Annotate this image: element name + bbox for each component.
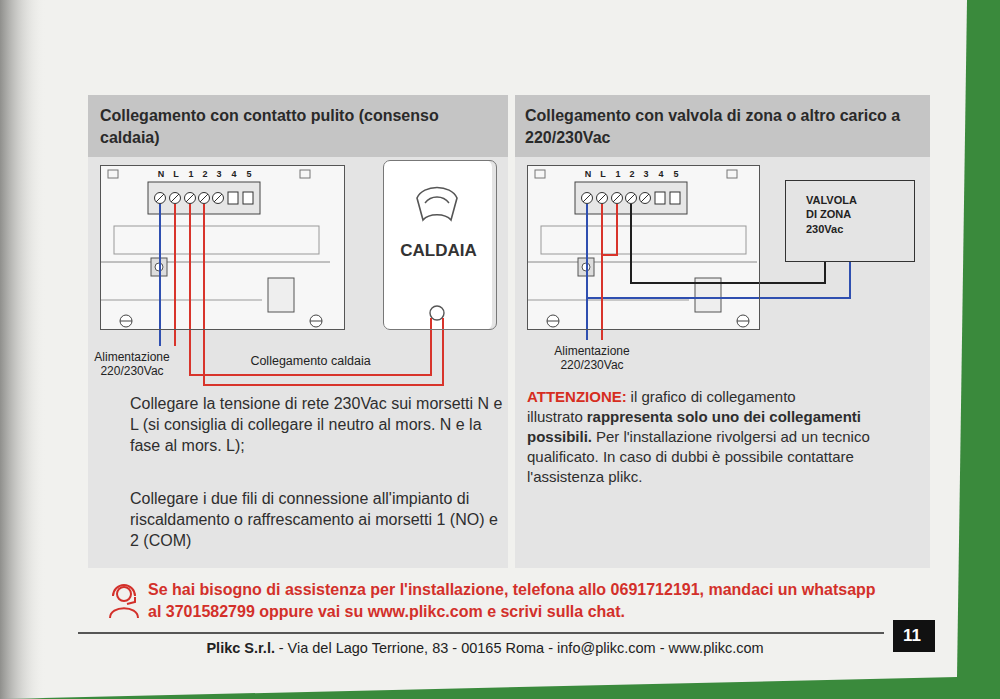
base-fill	[100, 165, 345, 330]
page-number-box: 11	[893, 620, 935, 652]
left-wires	[160, 204, 204, 346]
panel-ground	[88, 95, 508, 568]
support-icon	[110, 585, 138, 618]
wire-label: Collegamento caldaia	[247, 354, 373, 368]
terminal-label: 5	[670, 170, 682, 179]
page-sheet	[0, 0, 967, 699]
instruction-panel: Collegamento con valvola di zona o altro…	[515, 95, 930, 568]
terminal-label: 1	[185, 170, 197, 179]
boiler-name: CALDAIA	[384, 241, 493, 261]
warning-word: ATTENZIONE:	[527, 388, 627, 405]
base-detail	[528, 170, 757, 327]
boiler-logo	[425, 197, 449, 203]
warning-paragraph: ATTENZIONE:il grafico di collegamento il…	[527, 387, 922, 487]
valve-wire	[760, 262, 825, 283]
valve-name: VALVOLA DI ZONA 230Vac	[806, 193, 870, 236]
terminal-label: 1	[612, 170, 624, 179]
binding-shadow	[0, 0, 46, 699]
boiler-terminal	[430, 306, 444, 320]
terminal-label: L	[170, 170, 182, 179]
boiler-fill	[383, 160, 492, 330]
panel-heading-band	[515, 95, 930, 157]
instruction-text: Collegare i due fili di connessione all'…	[130, 488, 508, 551]
boiler-box: CALDAIA	[383, 160, 497, 330]
terminal-label: 3	[213, 170, 225, 179]
company-address: - Via del Lago Terrione, 83 - 00165 Roma…	[279, 640, 764, 656]
page-number: 11	[893, 626, 931, 646]
zone-valve-box: VALVOLA DI ZONA 230Vac	[785, 180, 915, 262]
boiler-wire-stub	[442, 318, 444, 330]
instruction-text: Collegare la tensione di rete 230Vac sui…	[130, 393, 508, 456]
footer-line: Plikc S.r.l.- Via del Lago Terrione, 83 …	[70, 640, 900, 656]
terminal-label: 4	[655, 170, 667, 179]
company-name: Plikc S.r.l.	[206, 640, 275, 656]
terminal-label: 5	[243, 170, 255, 179]
panel-ground	[515, 95, 930, 568]
panel-heading: Collegamento con valvola di zona o altro…	[525, 105, 920, 148]
base-fill	[527, 165, 760, 330]
panel-heading: Collegamento con contatto pulito (consen…	[100, 105, 496, 148]
terminal-label: 4	[228, 170, 240, 179]
terminal-label: N	[155, 170, 167, 179]
power-label: Alimentazione 220/230Vac	[84, 350, 180, 379]
power-label: Alimentazione 220/230Vac	[544, 344, 640, 373]
right-wires	[587, 204, 760, 340]
footer-rule	[78, 632, 884, 634]
boiler-wire	[190, 330, 431, 375]
boiler-logo	[417, 188, 457, 221]
thermostat-base: NL12345	[527, 165, 760, 330]
support-note: Se hai bisogno di assistenza per l'insta…	[148, 579, 893, 622]
terminal-label: 2	[626, 170, 638, 179]
base-detail	[101, 170, 330, 327]
boiler-wire	[204, 330, 443, 385]
terminal-label: 2	[199, 170, 211, 179]
terminal-label: L	[597, 170, 609, 179]
thermostat-base: NL12345	[100, 165, 345, 330]
instruction-panel: Collegamento con contatto pulito (consen…	[88, 95, 508, 568]
panel-heading-band	[88, 95, 508, 157]
terminal-label: N	[582, 170, 594, 179]
terminal-label: 3	[640, 170, 652, 179]
valve-wire	[760, 262, 850, 298]
boiler-wire-stub	[430, 318, 432, 330]
